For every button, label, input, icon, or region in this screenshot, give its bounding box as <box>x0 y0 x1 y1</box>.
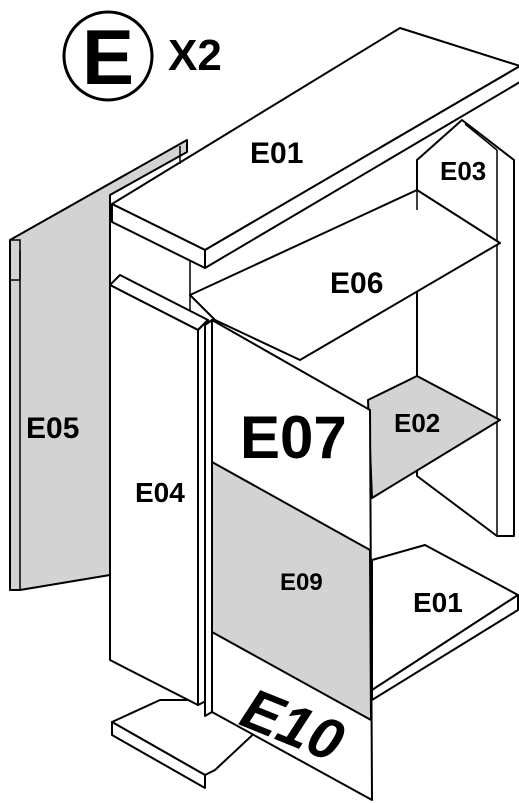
badge-quantity: X2 <box>168 31 222 80</box>
label-door: E07 <box>240 404 347 471</box>
label-bottom-panel: E01 <box>413 587 463 618</box>
top-panel <box>111 27 519 269</box>
label-right-side: E03 <box>440 156 486 186</box>
bottom-panel <box>371 544 519 701</box>
badge-letter: E <box>82 13 134 101</box>
label-glass-insert: E09 <box>280 569 323 596</box>
upper-shelf <box>189 189 501 361</box>
label-top-panel: E01 <box>250 137 303 170</box>
label-back-panel: E05 <box>26 412 79 445</box>
badge-circle <box>62 10 154 102</box>
label-upper-shelf: E06 <box>330 267 383 300</box>
label-left-side: E04 <box>135 477 185 508</box>
door <box>204 319 373 801</box>
part-group-badge: E X2 <box>62 10 222 102</box>
label-middle-shelf: E02 <box>394 408 440 438</box>
